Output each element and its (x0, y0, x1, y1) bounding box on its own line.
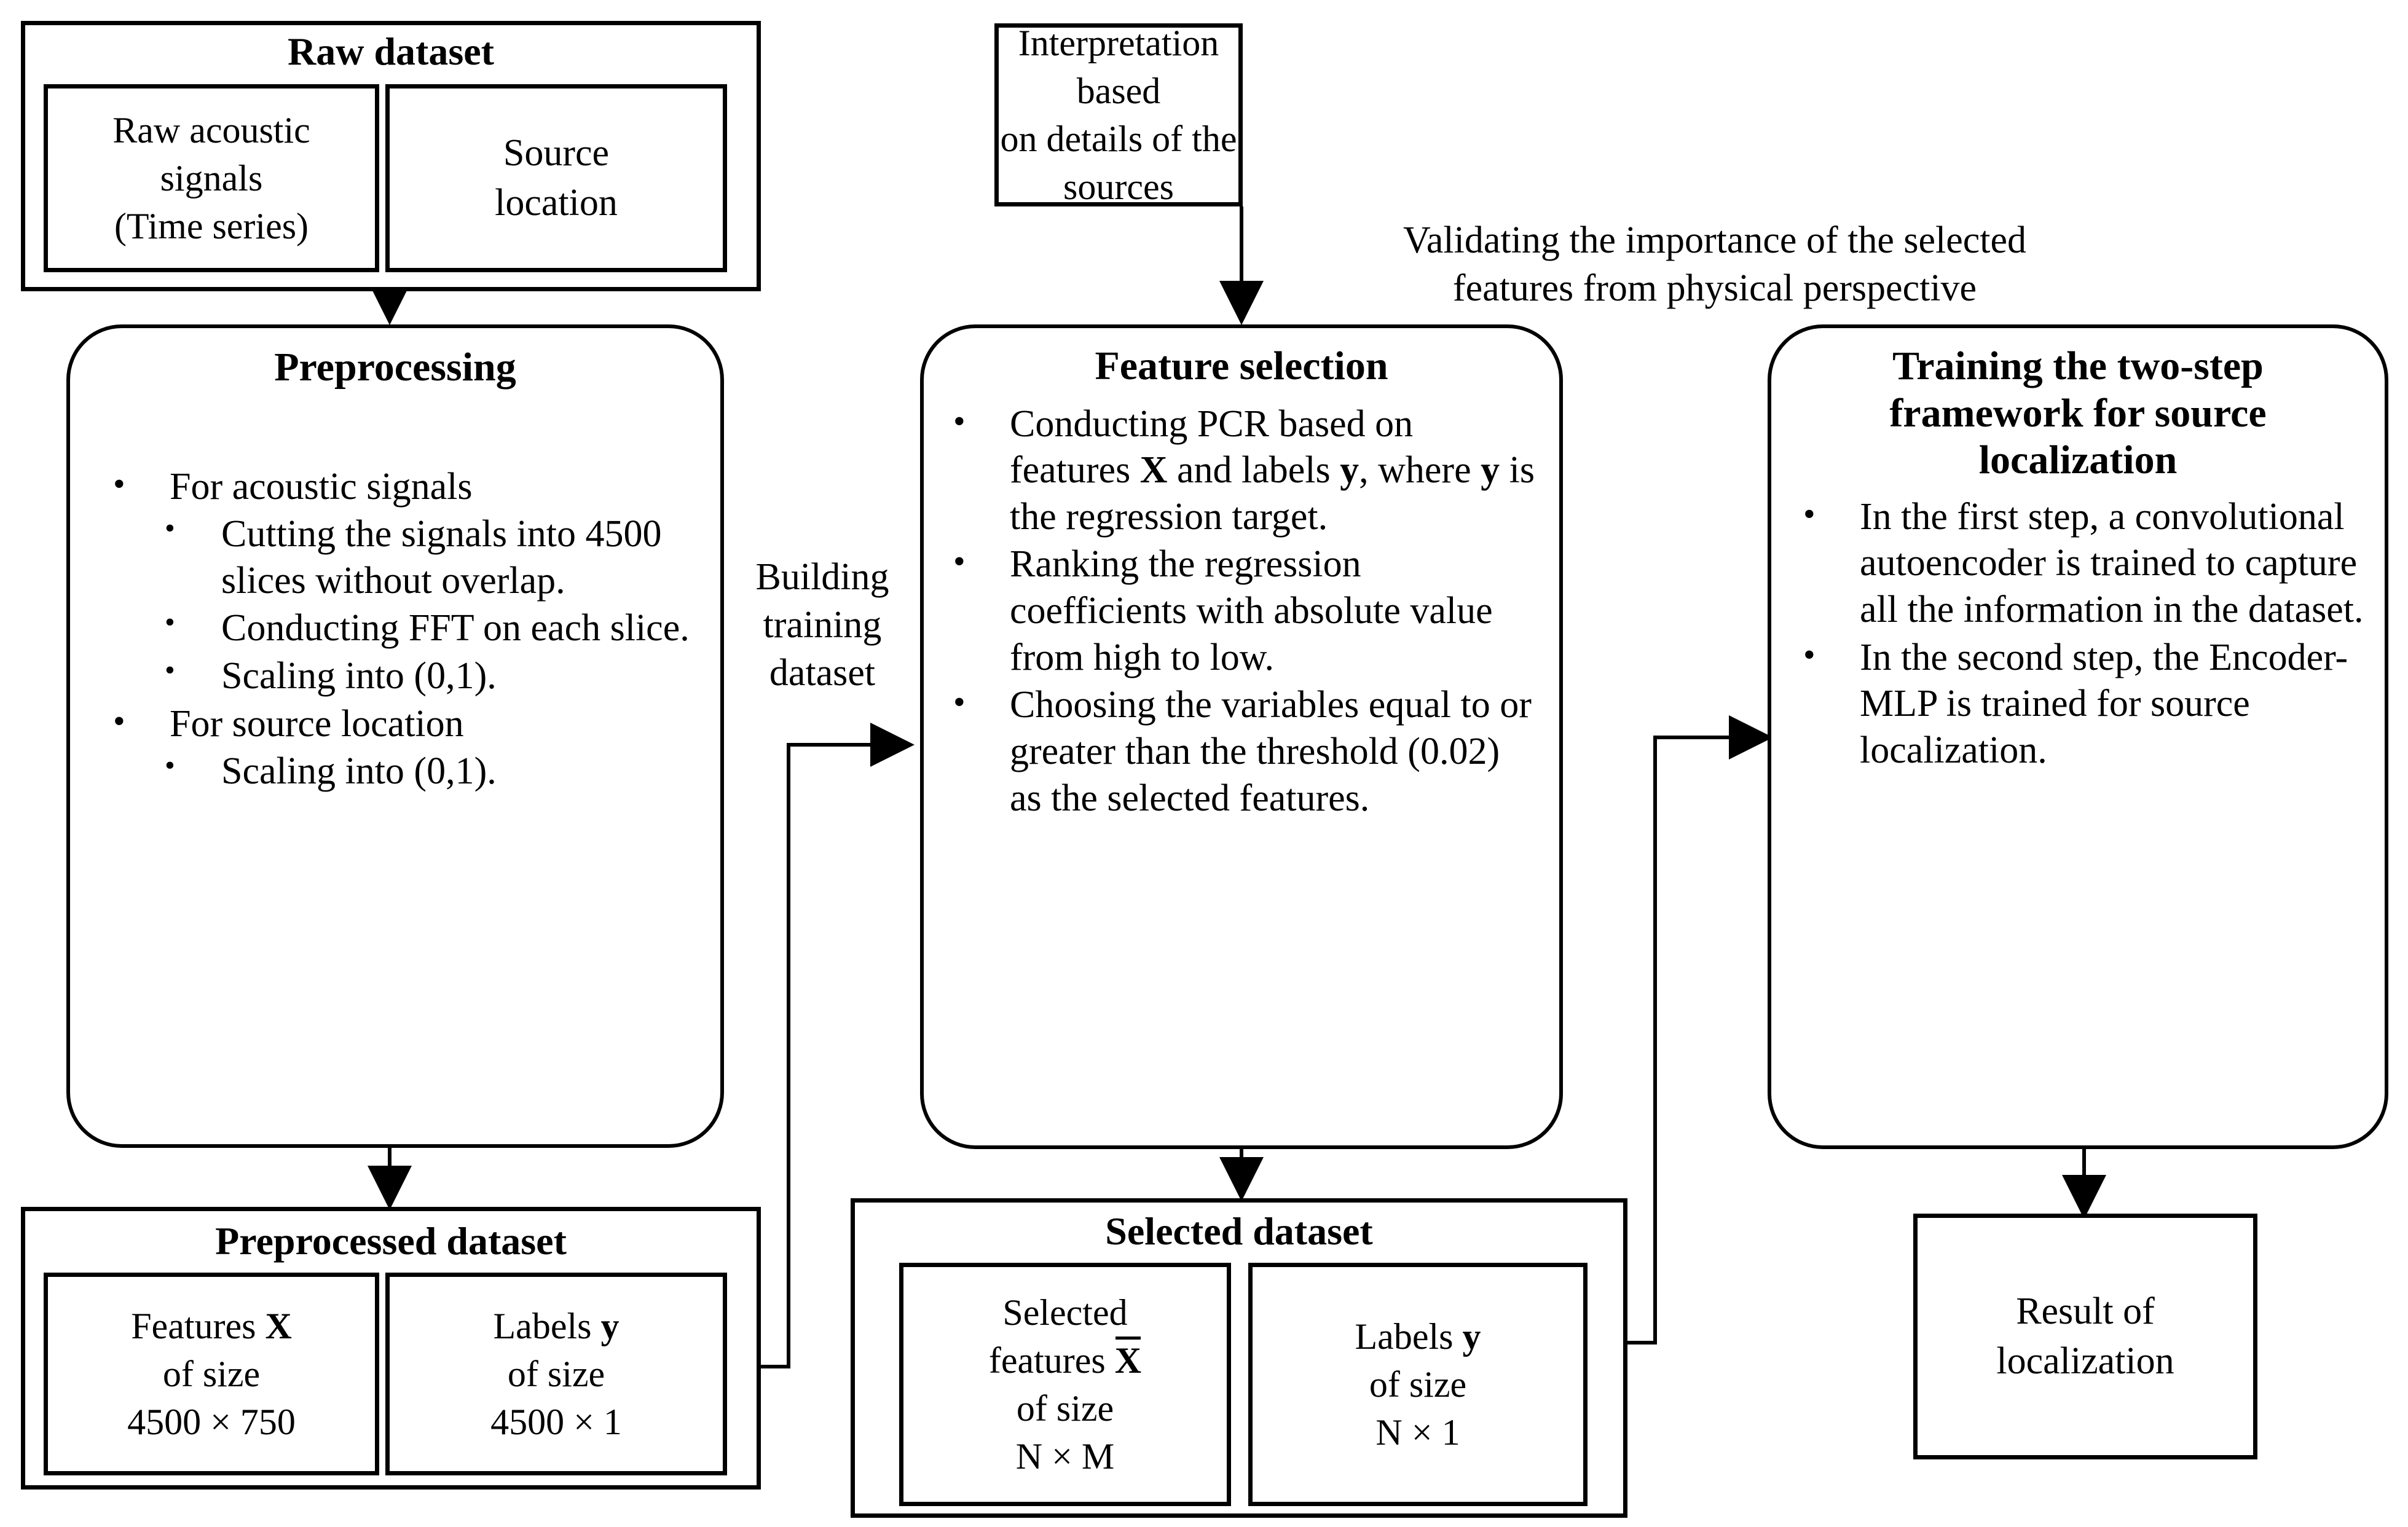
labels-line-1: Labels y (493, 1306, 620, 1346)
preprocessing-bullet-5: For source location (113, 700, 696, 748)
training-title: Training the two-step framework for sour… (1771, 343, 2385, 484)
result-line-1: Result of (2016, 1290, 2155, 1333)
interpretation-line-2: on details of the (1000, 119, 1237, 159)
interpretation-line-1: Interpretation based (1018, 23, 1219, 111)
node-preprocessing: Preprocessing For acoustic signals Cutti… (66, 324, 724, 1148)
training-title-line-1: Training the two-step (1892, 343, 2264, 388)
node-result: Result of localization (1913, 1214, 2257, 1459)
node-preprocessed-dataset: Preprocessed dataset Features X of size … (21, 1207, 761, 1490)
validating-line-1: Validating the importance of the selecte… (1403, 219, 2026, 261)
selected-labels-box: Labels y of size N × 1 (1248, 1263, 1588, 1506)
preprocessing-bullet-4: Scaling into (0,1). (113, 652, 696, 700)
feature-selection-bullet-3: Choosing the variables equal to or great… (953, 681, 1538, 822)
raw-dataset-title: Raw dataset (288, 29, 494, 73)
preprocessed-labels-box: Labels y of size 4500 × 1 (385, 1273, 727, 1475)
source-location-line-2: location (495, 182, 618, 224)
preprocessing-bullet-1: For acoustic signals (113, 463, 696, 511)
edge-label-building-training-dataset: Building training dataset (730, 553, 915, 697)
raw-dataset-source-location-text: Source location (495, 128, 618, 227)
training-title-line-3: localization (1978, 438, 2178, 483)
building-line-2: training (763, 604, 882, 646)
selected-labels-line-1: Labels y (1355, 1316, 1481, 1357)
training-title-line-2: framework for source (1889, 390, 2267, 436)
features-line-3: 4500 × 750 (127, 1402, 296, 1442)
result-text: Result of localization (1996, 1287, 2174, 1386)
labels-line-3: 4500 × 1 (490, 1402, 622, 1442)
labels-line-2: of size (507, 1354, 605, 1394)
preprocessed-labels-text: Labels y of size 4500 × 1 (490, 1302, 622, 1446)
selected-labels-line-2: of size (1369, 1364, 1467, 1405)
source-location-line-1: Source (503, 132, 610, 175)
feature-selection-bullet-2: Ranking the regression coefficients with… (953, 540, 1538, 681)
raw-dataset-source-location-box: Source location (385, 84, 727, 272)
edge-label-validating: Validating the importance of the selecte… (1254, 216, 2176, 312)
raw-signals-line-2: signals (160, 158, 263, 198)
feature-selection-title: Feature selection (1095, 343, 1388, 388)
feature-selection-bullet-list: Conducting PCR based on features X and l… (953, 400, 1538, 822)
raw-signals-line-1: Raw acoustic (112, 110, 310, 151)
selected-labels-line-3: N × 1 (1375, 1412, 1460, 1453)
selected-features-line-4: N × M (1015, 1436, 1115, 1477)
node-interpretation: Interpretation based on details of the s… (994, 23, 1243, 207)
building-line-1: Building (755, 556, 889, 598)
selected-features-text: Selected features X of size N × M (989, 1289, 1141, 1480)
selected-features-line-3: of size (1016, 1388, 1114, 1429)
selected-labels-symbol: y (1462, 1316, 1481, 1357)
labels-symbol: y (600, 1306, 620, 1346)
node-raw-dataset: Raw dataset Raw acoustic signals (Time s… (21, 21, 761, 291)
feature-selection-bullet-1: Conducting PCR based on features X and l… (953, 400, 1538, 541)
preprocessed-dataset-title: Preprocessed dataset (215, 1219, 567, 1263)
selected-features-line-1: Selected (1002, 1292, 1128, 1333)
training-bullet-2: In the second step, the Encoder-MLP is t… (1803, 634, 2366, 774)
selected-features-symbol: X (1114, 1340, 1142, 1381)
node-feature-selection: Feature selection Conducting PCR based o… (920, 324, 1563, 1149)
raw-signals-line-3: (Time series) (114, 206, 309, 246)
raw-dataset-signals-box: Raw acoustic signals (Time series) (44, 84, 379, 272)
training-bullet-1: In the first step, a convolutional autoe… (1803, 493, 2366, 634)
preprocessed-features-text: Features X of size 4500 × 750 (127, 1302, 296, 1446)
raw-dataset-signals-text: Raw acoustic signals (Time series) (112, 106, 310, 250)
node-training: Training the two-step framework for sour… (1768, 324, 2388, 1149)
preprocessing-bullet-list: For acoustic signals Cutting the signals… (113, 463, 696, 795)
preprocessing-bullet-6: Scaling into (0,1). (113, 747, 696, 795)
result-line-2: localization (1996, 1340, 2174, 1382)
validating-line-2: features from physical perspective (1452, 267, 1977, 310)
interpretation-text: Interpretation based on details of the s… (999, 19, 1238, 211)
node-selected-dataset: Selected dataset Selected features X of … (851, 1198, 1627, 1518)
interpretation-line-3: sources (1063, 167, 1174, 207)
preprocessing-bullet-3: Conducting FFT on each slice. (113, 604, 696, 652)
preprocessing-title: Preprocessing (274, 345, 516, 390)
features-line-1: Features X (131, 1306, 292, 1346)
features-symbol: X (265, 1306, 292, 1346)
training-bullet-list: In the first step, a convolutional autoe… (1803, 493, 2366, 774)
building-line-3: dataset (769, 652, 876, 694)
selected-dataset-title: Selected dataset (1105, 1209, 1373, 1253)
preprocessed-features-box: Features X of size 4500 × 750 (44, 1273, 379, 1475)
features-line-2: of size (162, 1354, 261, 1394)
edge-selected-dataset-to-training (1627, 715, 1773, 1344)
selected-features-line-2: features X (988, 1340, 1142, 1381)
selected-labels-text: Labels y of size N × 1 (1355, 1313, 1481, 1456)
preprocessing-bullet-2: Cutting the signals into 4500 slices wit… (113, 510, 696, 604)
selected-features-box: Selected features X of size N × M (899, 1263, 1231, 1506)
